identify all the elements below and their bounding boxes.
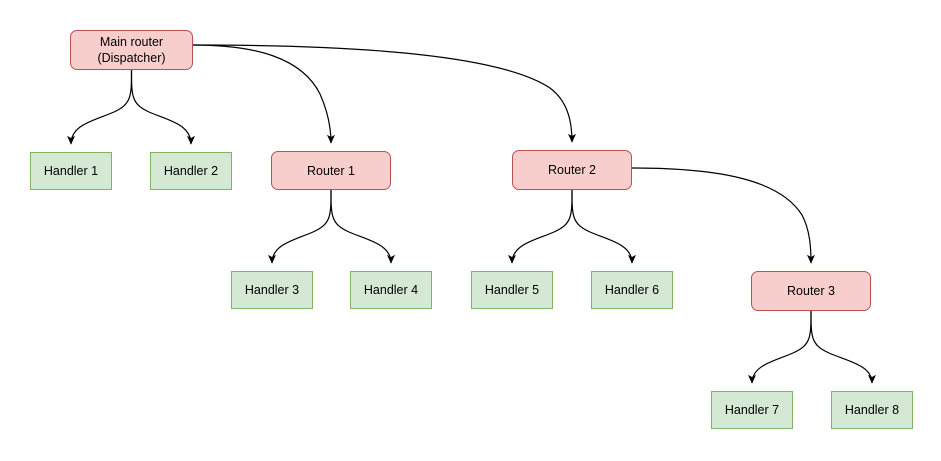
- node-router-2[interactable]: Router 2: [512, 150, 632, 190]
- edge-router-2-to-handler-6: [571, 189, 636, 264]
- edge-main-to-router-2: [192, 44, 576, 143]
- node-handler-1[interactable]: Handler 1: [30, 152, 112, 190]
- edge-main-to-handler-2: [130, 69, 195, 145]
- node-handler-2[interactable]: Handler 2: [150, 152, 232, 190]
- node-router-1[interactable]: Router 1: [271, 151, 391, 190]
- node-handler-4[interactable]: Handler 4: [350, 271, 432, 309]
- edge-main-to-handler-1: [67, 69, 133, 145]
- edge-router-2-to-router-3: [631, 167, 815, 264]
- node-handler-3[interactable]: Handler 3: [231, 271, 313, 309]
- node-handler-7[interactable]: Handler 7: [711, 391, 793, 429]
- node-handler-5[interactable]: Handler 5: [471, 271, 553, 309]
- edge-main-to-router-1: [192, 44, 335, 144]
- node-handler-8[interactable]: Handler 8: [831, 391, 913, 429]
- edge-router-1-to-handler-3: [268, 189, 332, 264]
- edge-router-1-to-handler-4: [330, 189, 395, 264]
- edge-router-2-to-handler-5: [508, 189, 573, 264]
- edge-router-3-to-handler-7: [748, 310, 812, 384]
- node-handler-6[interactable]: Handler 6: [591, 271, 673, 309]
- node-router-3[interactable]: Router 3: [751, 271, 871, 311]
- node-main-router[interactable]: Main router (Dispatcher): [70, 30, 193, 70]
- edge-router-3-to-handler-8: [810, 310, 876, 384]
